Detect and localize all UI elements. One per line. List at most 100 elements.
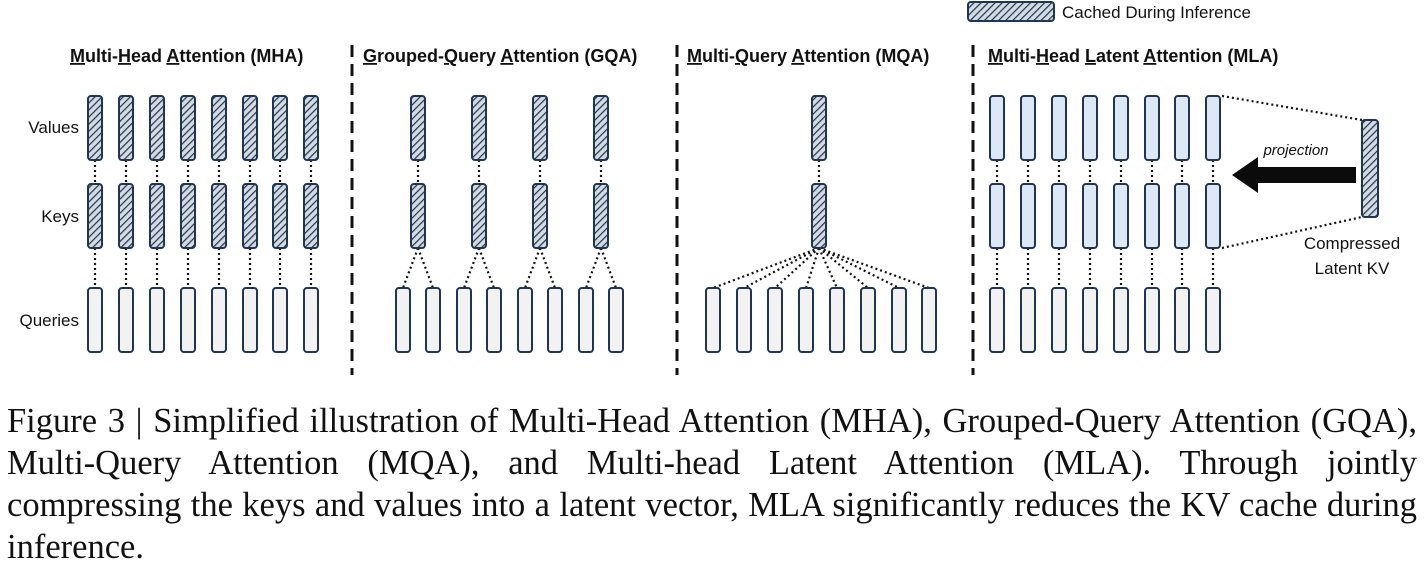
mha-query-block [272,287,288,353]
mqa-kq-connector [817,247,839,289]
mha-key-block [149,183,165,249]
legend-swatch [967,1,1055,22]
mla-value-block [989,95,1005,161]
mla-key-block [989,183,1005,249]
mqa-query-block [736,287,752,353]
mha-value-block [180,95,196,161]
values-row-label: Values [28,118,79,137]
mla-query-block [1113,287,1129,353]
mqa-query-block [767,287,783,353]
mla-key-block [1051,183,1067,249]
mha-key-block [118,183,134,249]
mla-key-block [1082,183,1098,249]
mha-title: Multi-Head Attention (MHA) [70,46,303,66]
mqa-query-block [891,287,907,353]
mha-key-block [303,183,319,249]
mqa-query-block [798,287,814,353]
mla-query-block [1144,287,1160,353]
mha-query-block [118,287,134,353]
mha-key-block [180,183,196,249]
mqa-kq-connector [712,246,820,290]
gqa-key-block [410,183,426,249]
latent-kv-label-line2: Latent KV [1315,259,1390,278]
gqa-query-block [608,287,624,353]
gqa-value-block [593,95,609,161]
mqa-title: Multi-Query Attention (MQA) [687,46,929,66]
mla-query-block [1051,287,1067,353]
mqa-kq-connector [804,247,821,289]
gqa-query-block [547,287,563,353]
mha-key-block [242,183,258,249]
gqa-key-block [593,183,609,249]
queries-row-label: Queries [19,311,79,330]
mqa-kq-connector [743,247,820,289]
mla-value-block [1174,95,1190,161]
legend-label: Cached During Inference [1062,3,1251,22]
gqa-kq-connector [523,247,542,289]
mla-title: Multi-Head Latent Attention (MLA) [988,46,1278,66]
mha-key-block [211,183,227,249]
mla-query-block [1020,287,1036,353]
mha-query-block [149,287,165,353]
mha-value-block [242,95,258,161]
gqa-kq-connector [462,247,481,289]
gqa-kq-connector [477,247,496,289]
mla-latent-upper-connector [1221,94,1363,122]
mqa-query-block [829,287,845,353]
mla-value-block [1113,95,1129,161]
mqa-key-block [811,183,827,249]
mqa-kq-connector [818,246,930,290]
mla-value-block [1082,95,1098,161]
mla-key-block [1113,183,1129,249]
mqa-query-block [705,287,721,353]
mla-query-block [1205,287,1221,353]
mha-value-block [87,95,103,161]
mla-latent-lower-connector [1221,215,1363,250]
legend: Cached During Inference [967,1,1251,22]
gqa-query-block [486,287,502,353]
mha-key-block [87,183,103,249]
mla-query-block [1082,287,1098,353]
mha-query-block [242,287,258,353]
mha-value-block [149,95,165,161]
mha-value-block [272,95,288,161]
gqa-value-block [471,95,487,161]
mla-key-block [1174,183,1190,249]
latent-kv-label-line1: Compressed [1304,234,1400,253]
latent-kv-block [1361,119,1379,218]
mqa-kq-connector [818,247,869,289]
mha-key-block [272,183,288,249]
mqa-query-block [921,287,937,353]
gqa-title: Grouped-Query Attention (GQA) [363,46,637,66]
gqa-query-block [425,287,441,353]
gqa-kq-connector [401,247,420,289]
gqa-kq-connector [584,247,603,289]
gqa-query-block [456,287,472,353]
mla-value-block [1020,95,1036,161]
gqa-kq-connector [416,247,435,289]
mla-key-block [1020,183,1036,249]
projection-group: projection Compressed Latent KV [1232,119,1400,278]
gqa-value-block [532,95,548,161]
mha-query-block [87,287,103,353]
mla-value-block [1205,95,1221,161]
mla-value-block [1144,95,1160,161]
mha-value-block [118,95,134,161]
mha-query-block [211,287,227,353]
gqa-value-block [410,95,426,161]
mha-value-block [211,95,227,161]
mqa-value-block [811,95,827,161]
keys-row-label: Keys [41,207,79,226]
gqa-key-block [471,183,487,249]
attention-diagram: Cached During Inference Multi-Head Atten… [19,1,1400,375]
mqa-query-block [860,287,876,353]
mha-query-block [180,287,196,353]
gqa-query-block [517,287,533,353]
projection-arrow [1232,157,1356,193]
gqa-query-block [395,287,411,353]
mla-key-block [1144,183,1160,249]
connectors [93,94,1363,290]
projection-label: projection [1262,142,1328,159]
gqa-kq-connector [538,247,557,289]
blocks [87,95,1221,353]
